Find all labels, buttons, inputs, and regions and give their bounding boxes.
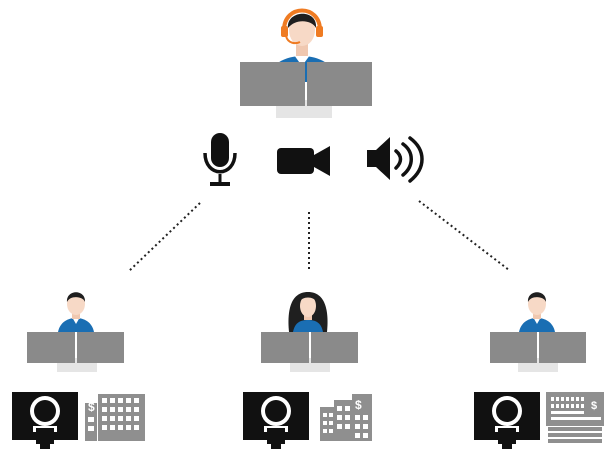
- microphone-icon: [203, 133, 237, 186]
- hub-monitor-left: [240, 62, 305, 106]
- hub-monitor-right: [307, 62, 372, 106]
- hospital-building-icon: $: [320, 394, 372, 441]
- connection-line-right: [418, 200, 510, 271]
- mri-scanner-icon: [243, 392, 309, 449]
- site-center-person: [288, 292, 328, 332]
- site-left-person: [58, 292, 94, 332]
- mri-scanner-icon: [12, 392, 78, 449]
- site-right-person: [519, 292, 555, 332]
- site-center-monitors: [261, 332, 358, 372]
- speaker-icon: [367, 136, 424, 183]
- svg-text:$: $: [355, 398, 362, 412]
- site-right: $: [474, 292, 604, 449]
- connection-lines: [128, 200, 510, 272]
- svg-text:$: $: [88, 400, 95, 414]
- hub-operator-collar: [294, 55, 310, 66]
- hub-operator: [240, 8, 372, 118]
- connection-line-left: [128, 202, 201, 272]
- hub-operator-hair: [287, 13, 317, 28]
- site-right-monitors: [490, 332, 586, 372]
- headset-icon: [282, 8, 322, 31]
- communication-channels: [203, 133, 424, 186]
- clinic-building-icon: $: [546, 392, 604, 443]
- site-left-monitors: [27, 332, 124, 372]
- hub-monitors: [240, 62, 372, 118]
- svg-text:$: $: [591, 400, 597, 412]
- site-left: $: [12, 292, 145, 449]
- video-camera-icon: [277, 146, 330, 176]
- mri-scanner-icon: [474, 392, 540, 449]
- site-center: $: [243, 292, 372, 449]
- hub-operator-neck: [296, 44, 308, 56]
- hospital-building-icon: $: [85, 394, 145, 441]
